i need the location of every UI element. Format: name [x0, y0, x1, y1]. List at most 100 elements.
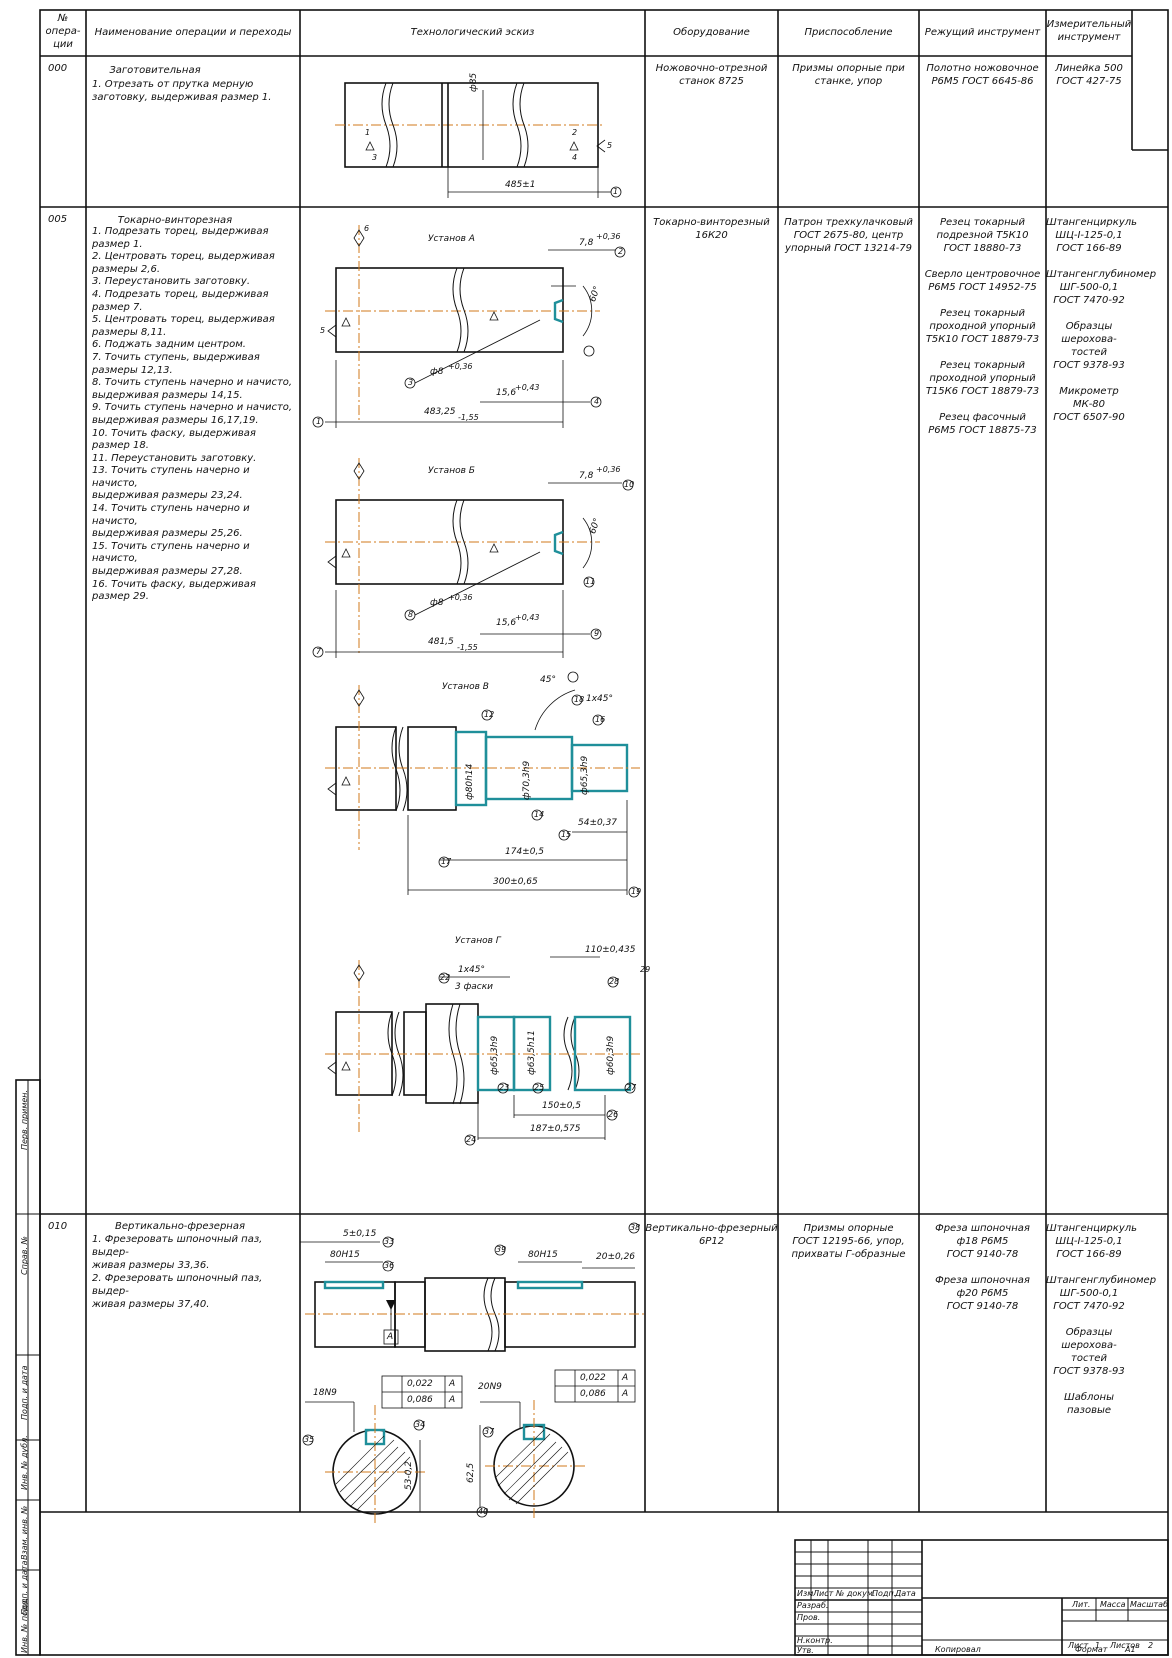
op-010-equipment: Вертикально-фрезерный 6Р12 [645, 1223, 778, 1247]
op-000-num: 000 [48, 63, 68, 74]
s010-slot2: 20N9 [478, 1382, 502, 1392]
side-sign-date-1: Подп. и дата [20, 1365, 29, 1421]
setup-b-drill: ф8 [430, 598, 444, 608]
op-000-equipment: Ножовочно-отрезной станок 8725 [655, 63, 768, 87]
op-005-steps: 1. Подрезать торец, выдерживая размер 1.… [92, 226, 293, 603]
op-005-num: 005 [48, 214, 68, 225]
setup-g-d1: ф65,3h9 [490, 1035, 500, 1075]
setup-v-d3: ф65,3h9 [580, 755, 590, 795]
setup-v-ref12: 12 [484, 710, 495, 719]
header-fixture: Приспособление [804, 27, 893, 38]
tb-sheets: Листов [1110, 1641, 1140, 1650]
s010-base: A [387, 1332, 394, 1342]
rough-3: 3 [372, 153, 378, 162]
setup-g-title: Установ Г [455, 936, 501, 946]
s010-t1b: 0,022 [580, 1373, 606, 1383]
setup-v-ref18: 18 [574, 695, 585, 704]
setup-v-ang: 45° [540, 675, 556, 685]
s000-ref1: 1 [613, 187, 619, 196]
setup-b-ref11: 11 [585, 577, 596, 586]
setup-b-d1: 7,8 [579, 471, 594, 481]
tb-scale: Масштаб [1130, 1600, 1169, 1609]
setup-b-len: 481,5 [428, 637, 454, 647]
setup-b-ref9: 9 [594, 629, 600, 638]
tb-format-val: А1 [1125, 1645, 1136, 1654]
op-010-fixture: Призмы опорные ГОСТ 12195-66, упор, прих… [791, 1223, 906, 1260]
setup-g-l1: 150±0,5 [542, 1101, 582, 1111]
setup-v-ref14: 14 [534, 810, 545, 819]
rough-1: 1 [365, 128, 371, 137]
s010-depth2: 62,5 [466, 1462, 476, 1483]
s010-base-b1: A [622, 1373, 629, 1383]
op-000-cutting: Полотно ножовочное Р6М5 ГОСТ 6645-86 [926, 63, 1039, 87]
setup-a-d1: 7,8 [579, 238, 594, 248]
tb-sheet-num: 1 [1095, 1641, 1101, 1650]
tb-col-doc: № докум. [836, 1589, 876, 1598]
tb-row-appr: Утв. [797, 1646, 814, 1655]
op-000-fixture: Призмы опорные при станке, упор [792, 63, 905, 87]
setup-b-d1tol: +0,36 [596, 465, 621, 474]
setup-a-ref5: 5 [320, 326, 326, 335]
op-005-fixture: Патрон трехкулачковый ГОСТ 2675-80, цент… [784, 217, 913, 254]
op-010-steps: 1. Фрезеровать шпоночный паз, выдер- жив… [92, 1234, 263, 1310]
setup-a-drilltol: +0,36 [448, 362, 473, 371]
side-dup-no: Инв. № дубл. [20, 1435, 29, 1490]
setup-a-lentol: -1,55 [458, 413, 479, 422]
setup-a-ref2: 2 [618, 247, 624, 256]
header-equipment: Оборудование [673, 27, 750, 38]
op-005-cutting: Резец токарный подрезной Т5К10 ГОСТ 1888… [924, 217, 1041, 436]
side-first-use: Перв. примен. [20, 1089, 29, 1150]
s000-len: 485±1 [505, 180, 536, 190]
setup-g-l0: 110±0,435 [585, 945, 636, 955]
s010-depth1: 53-0,2 [404, 1460, 414, 1490]
tb-col-izm: Изм [797, 1589, 814, 1598]
setup-a-ref6: 6 [364, 224, 370, 233]
setup-g-ref26: 26 [608, 1110, 619, 1119]
setup-b-drilltol: +0,36 [448, 593, 473, 602]
setup-g-l2: 187±0,575 [530, 1124, 581, 1134]
setup-a-depth: 15,6 [496, 388, 517, 398]
setup-g-ref29: 29 [640, 965, 651, 974]
s010-l1: 5±0,15 [343, 1229, 377, 1239]
sketch-setup-g [325, 956, 640, 1146]
op-000-title: Заготовительная [109, 65, 201, 76]
setup-a-len: 483,25 [424, 407, 456, 417]
setup-g-ref24: 24 [466, 1135, 477, 1144]
s010-l2: 20±0,26 [596, 1252, 636, 1262]
op-000-steps: 1. Отрезать от прутка мерную заготовку, … [92, 79, 272, 103]
op-010-title: Вертикально-фрезерная [115, 1221, 245, 1232]
sketch-000-blank [335, 82, 622, 198]
s010-ref40: 40 [478, 1507, 489, 1516]
op-010-measuring: Штангенциркуль ШЦ-I-125-0,1 ГОСТ 166-89 … [1046, 1223, 1157, 1416]
setup-g-ref23: 23 [499, 1083, 510, 1092]
s010-t1a: 0,022 [407, 1379, 433, 1389]
s010-ref35: 35 [304, 1435, 315, 1444]
setup-v-ref17: 17 [441, 857, 452, 866]
setup-b-ref8: 8 [408, 610, 414, 619]
setup-v-l1: 54±0,37 [578, 818, 618, 828]
s010-ref36: 36 [384, 1261, 395, 1270]
tb-row-check: Пров. [797, 1613, 821, 1622]
side-ref-no: Справ. № [20, 1236, 29, 1275]
setup-a-title: Установ А [428, 234, 475, 244]
s010-ref39: 39 [496, 1245, 507, 1254]
setup-a-depthtol: +0,43 [515, 383, 540, 392]
op-010-cutting: Фреза шпоночная ф18 Р6М5 ГОСТ 9140-78 Фр… [935, 1223, 1030, 1312]
s010-ref38: 38 [630, 1223, 641, 1232]
setup-b-ref7: 7 [316, 647, 322, 656]
op-005-title: Токарно-винторезная [117, 215, 233, 226]
setup-v-ref19: 19 [631, 887, 642, 896]
tb-col-date: Дата [895, 1589, 916, 1598]
setup-v-l2: 174±0,5 [505, 847, 545, 857]
setup-g-ref22: 22 [440, 973, 451, 982]
tb-sheet: Лист [1068, 1641, 1089, 1650]
s010-base-a2: A [449, 1395, 456, 1405]
s010-w1: 80H15 [330, 1250, 360, 1260]
s000-ref5: 5 [607, 141, 613, 150]
tb-mass: Масса [1100, 1600, 1126, 1609]
tb-row-dev: Разраб. [797, 1601, 829, 1610]
rough-2: 2 [572, 128, 578, 137]
s010-ref37: 37 [484, 1427, 495, 1436]
setup-g-cham2: 3 фаски [455, 982, 494, 992]
